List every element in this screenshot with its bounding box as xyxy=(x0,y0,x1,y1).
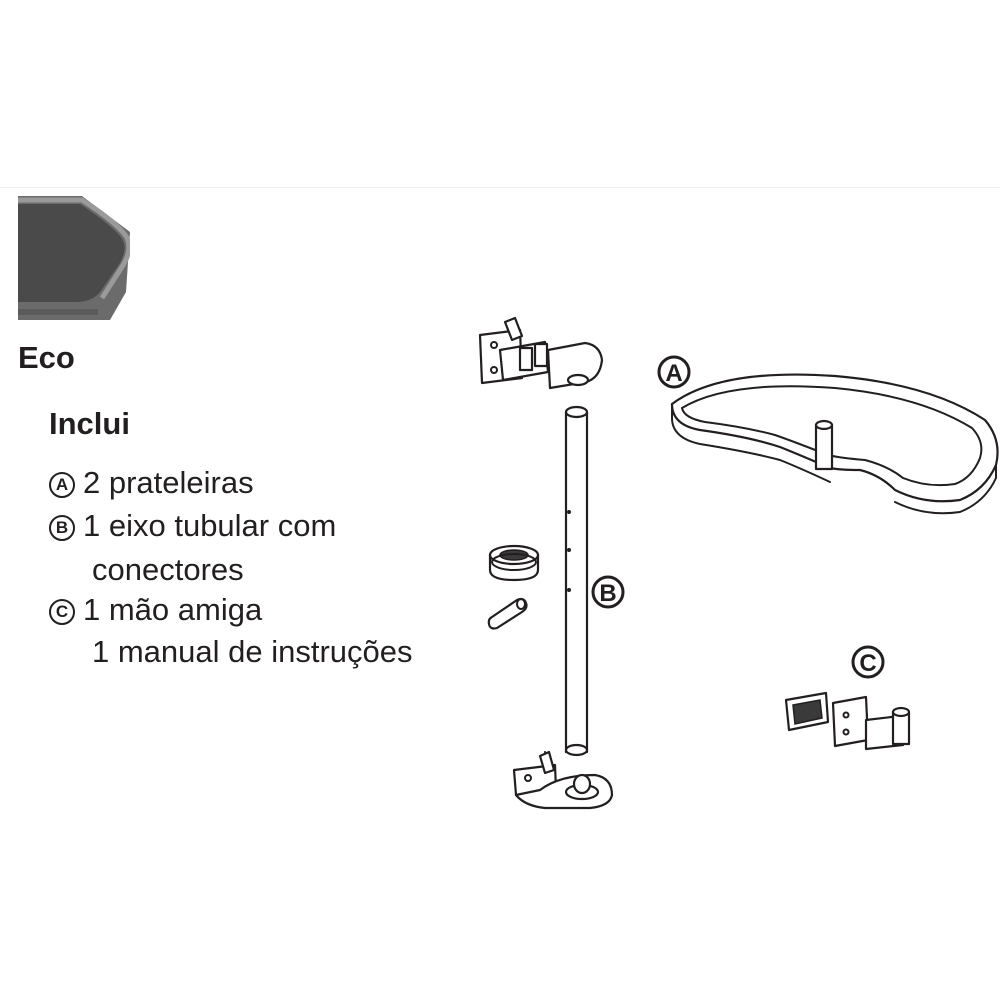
callout-c: C xyxy=(851,645,885,679)
pin-illustration xyxy=(487,597,528,630)
item-text-continued: conectores xyxy=(92,552,244,587)
badge-b: B xyxy=(49,515,75,541)
badge-a: A xyxy=(49,472,75,498)
item-text: 2 prateleiras xyxy=(83,465,254,500)
list-item-axis: B 1 eixo tubular com conectores xyxy=(49,508,336,588)
bearing-ring-illustration xyxy=(488,544,540,582)
callout-b: B xyxy=(591,575,625,609)
callout-b-label: B xyxy=(599,580,616,607)
top-bracket-illustration xyxy=(478,316,604,390)
list-item-shelves: A 2 prateleiras xyxy=(49,465,254,501)
item-text: 1 eixo tubular com xyxy=(83,508,337,543)
eco-finish-swatch xyxy=(18,196,130,320)
callout-c-label: C xyxy=(859,650,876,677)
shelf-illustration xyxy=(670,373,999,515)
item-text-continued: 1 manual de instruções xyxy=(92,634,413,669)
top-divider xyxy=(0,187,1000,188)
list-item-helper: C 1 mão amiga 1 manual de instruções xyxy=(49,592,413,670)
item-text: 1 mão amiga xyxy=(83,592,263,627)
callout-a: A xyxy=(657,355,691,389)
helping-hand-illustration xyxy=(784,691,911,751)
variant-title: Eco xyxy=(18,340,75,375)
bottom-bracket-illustration xyxy=(512,750,614,810)
includes-title: Inclui xyxy=(49,406,130,441)
tubular-axis-illustration xyxy=(564,405,589,757)
callout-a-label: A xyxy=(665,360,682,387)
badge-c: C xyxy=(49,599,75,625)
